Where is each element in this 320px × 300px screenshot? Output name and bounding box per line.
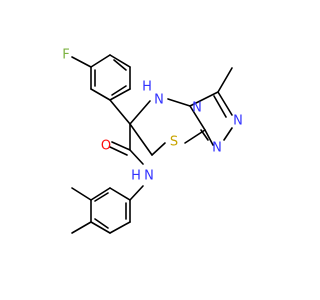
bond [90, 54, 111, 68]
bond [151, 142, 166, 156]
methyl-bond [217, 67, 233, 93]
bond [111, 141, 131, 151]
triazole-nitrogen-label: N [233, 114, 243, 129]
bond [109, 146, 128, 156]
bond [189, 91, 219, 107]
bond [223, 127, 233, 141]
atom-labels: F N H N N N S O N H [62, 48, 243, 184]
bond [94, 192, 109, 202]
bond [94, 218, 109, 229]
molecule-canvas: F N H N N N S O N H [62, 48, 243, 234]
bond [90, 187, 111, 201]
bond [129, 149, 144, 165]
ring-nh-nitrogen-label: N [154, 93, 164, 108]
bond [109, 99, 131, 125]
bond [109, 221, 131, 234]
bond [217, 91, 233, 116]
bond [129, 100, 151, 125]
methyl-bond [71, 187, 92, 201]
bond [90, 88, 111, 101]
sulfur-label: S [170, 135, 178, 150]
fluorine-label: F [62, 48, 69, 63]
bond [129, 185, 144, 201]
bond [167, 98, 191, 107]
bond [204, 129, 214, 146]
bond [189, 105, 206, 131]
structure-diagram: F N H N N N S O N H [62, 48, 243, 234]
amide-nitrogen-label: N [144, 169, 154, 184]
bond [109, 54, 131, 68]
triazole-ring [189, 67, 233, 146]
fused-nitrogen-label: N [192, 101, 202, 116]
ring-nh-hydrogen-label: H [142, 80, 152, 95]
amide-hydrogen-label: H [131, 169, 141, 184]
carboxamide-group [109, 123, 144, 201]
fluorophenyl-ring [71, 54, 131, 101]
bond [109, 187, 131, 201]
bond [129, 123, 153, 156]
bond [200, 129, 209, 141]
bond [113, 59, 127, 71]
methyl-bond [71, 221, 92, 234]
bond [90, 221, 111, 234]
oxygen-label: O [101, 139, 111, 154]
triazole-nitrogen-label: N [212, 141, 222, 156]
bond [111, 85, 127, 96]
dimethylphenyl-ring [71, 187, 131, 234]
bond [213, 95, 227, 118]
bond [109, 88, 131, 101]
bond [71, 56, 92, 68]
